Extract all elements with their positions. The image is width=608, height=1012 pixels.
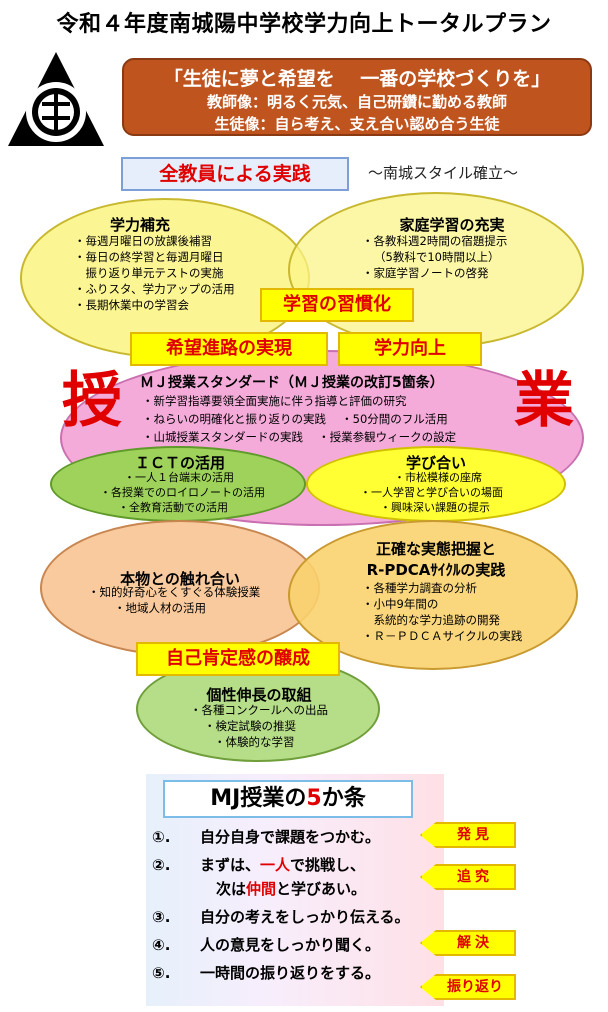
gakuryoku-hoju-list: ・毎週月曜日の放課後補習 ・毎日の終学習と毎週月曜日 振り返り単元テストの実施 … <box>74 233 235 313</box>
teacher-ideal: 教師像：明るく元気、自己研鑽に勤める教師 <box>206 93 507 111</box>
rule-text-highlight: 一人 <box>260 856 291 874</box>
rule-3: ③. 自分の考えをしっかり伝える。 <box>152 906 410 927</box>
list-item: ・小中9年間の <box>362 597 439 611</box>
ict-list: ・一人１台端末の活用 ・各授業でのロイロノートの活用 ・全教育活動での活用 <box>100 470 265 515</box>
list-item: ・知的好奇心をくすぐる体験授業 <box>88 585 261 599</box>
list-item: ・一人学習と学び合いの場面 <box>360 486 503 499</box>
rule-text: まずは、 <box>200 856 261 874</box>
kosei-list: ・各種コンクールへの出品 ・検定試験の推奨 ・体験的な学習 <box>190 702 328 750</box>
honmono-title: 本物との触れ合い <box>120 570 240 588</box>
list-item: ・家庭学習ノートの啓発 <box>362 266 489 280</box>
tag-hakken: 発見 <box>420 822 516 848</box>
rule-num: ①. <box>152 828 171 846</box>
style-subtitle: ～南城スタイル確立～ <box>368 164 519 182</box>
list-item: ・ふりスタ、学力アップの活用 <box>74 282 235 296</box>
katei-gakushu-title: 家庭学習の充実 <box>399 216 505 234</box>
kosei-title: 個性伸長の取組 <box>206 686 312 704</box>
motto-line: 「生徒に夢と希望を 一番の学校づくりを」 <box>163 68 551 90</box>
seikaku-title-line2: R-PDCAｻｲｸﾙの実践 <box>366 561 506 579</box>
rule-1: ①. 自分自身で課題をつかむ。 <box>152 826 380 847</box>
list-item: ・各授業でのロイロノートの活用 <box>100 486 265 499</box>
list-item: 振り返り単元テストの実施 <box>74 266 224 280</box>
mj-standard-title: ＭＪ授業スタンダード（ＭＪ授業の改訂5箇条） <box>140 375 444 391</box>
list-item: ・長期休業中の学習会 <box>74 298 189 312</box>
practice-label: 全教員による実践 <box>121 157 349 191</box>
mj5-title-a: MJ授業の <box>210 786 307 811</box>
page-title: 令和４年度南城陽中学校学力向上トータルプラン <box>56 12 552 37</box>
list-item: 系統的な学力追跡の開発 <box>362 613 500 627</box>
list-item: ・各種コンクールへの出品 <box>190 703 328 717</box>
list-item: ・毎日の終学習と毎週月曜日 <box>74 250 224 264</box>
list-item: ・検定試験の推奨 <box>204 719 296 733</box>
rule-text: 一時間の振り返りをする。 <box>200 964 381 982</box>
list-item: ・一人１台端末の活用 <box>124 471 234 484</box>
honmono-list: ・知的好奇心をくすぐる体験授業 ・地域人材の活用 <box>88 584 260 616</box>
rule-2b: 次は仲間と学びあい。 <box>216 878 366 899</box>
kibou-shinro-label: 希望進路の実現 <box>130 332 328 366</box>
student-ideal: 生徒像：自ら考え、支え合い認め合う生徒 <box>214 115 500 133</box>
rule-text: 人の意見をしっかり聞く。 <box>200 936 381 954</box>
big-kanji-right: 業 <box>514 366 574 436</box>
list-item: ・Ｒ－ＰＤＣＡサイクルの実践 <box>362 629 523 643</box>
honmono-ellipse <box>40 520 320 656</box>
gakuryoku-kojo-label: 学力向上 <box>338 332 482 366</box>
seikaku-title: 正確な実態把握と R-PDCAｻｲｸﾙの実践 <box>336 538 536 580</box>
tag-kaiketsu: 解決 <box>420 930 516 956</box>
rule-2: ②. まずは、一人で挑戦し、 <box>152 854 365 875</box>
mj-standard-list: ・新学習指導要領全面実施に伴う指導と評価の研究 ・ねらいの明確化と振り返りの実践… <box>142 392 456 446</box>
list-item: ・各教科週2時間の宿題提示 <box>362 234 508 248</box>
manabiai-title: 学び合い <box>405 454 466 472</box>
list-item: ・毎週月曜日の放課後補習 <box>74 234 212 248</box>
katei-gakushu-ellipse <box>288 192 584 348</box>
rule-4: ④. 人の意見をしっかり聞く。 <box>152 934 380 955</box>
list-item: ・全教育活動での活用 <box>118 501 228 514</box>
rule-num: ③. <box>152 908 171 926</box>
school-emblem <box>4 50 108 150</box>
tag-furikaeri: 振り返り <box>420 974 516 1000</box>
list-item: ・地域人材の活用 <box>114 601 206 615</box>
rule-num: ⑤. <box>152 964 171 982</box>
list-item: ・体験的な学習 <box>214 735 295 749</box>
manabiai-list: ・市松模様の座席 ・一人学習と学び合いの場面 ・興味深い課題の提示 <box>360 470 503 515</box>
list-item: ・興味深い課題の提示 <box>380 501 490 514</box>
rule-num: ②. <box>152 856 171 874</box>
mj5-title-num: 5 <box>306 786 322 811</box>
list-item: ・山城授業スタンダードの実践 ・授業参観ウィークの設定 <box>142 430 457 444</box>
rule-text: 自分自身で課題をつかむ。 <box>200 828 381 846</box>
list-item: （5教科で10時間以上） <box>374 250 500 264</box>
rule-text: 次は <box>216 880 247 898</box>
seikaku-title-line1: 正確な実態把握と <box>375 540 496 558</box>
katei-gakushu-list: ・各教科週2時間の宿題提示 （5教科で10時間以上） ・家庭学習ノートの啓発 <box>362 233 507 281</box>
rule-text: で挑戦し、 <box>290 856 366 874</box>
mj5-title: MJ授業の5か条 <box>163 780 413 818</box>
rule-text: と学びあい。 <box>276 880 367 898</box>
ict-title: ＩＣＴの活用 <box>134 454 225 472</box>
tag-tsuikyu: 追究 <box>420 864 516 890</box>
ict-ellipse <box>50 446 306 522</box>
big-kanji-left: 授 <box>62 366 122 436</box>
rule-num: ④. <box>152 936 171 954</box>
list-item: ・各種学力調査の分析 <box>362 581 477 595</box>
gakuryoku-hoju-title: 学力補充 <box>109 216 170 234</box>
rule-text: 自分の考えをしっかり伝える。 <box>200 908 410 926</box>
shukanka-label: 学習の習慣化 <box>260 288 414 322</box>
school-motto-banner: 「生徒に夢と希望を 一番の学校づくりを」 教師像：明るく元気、自己研鑽に勤める教… <box>122 58 592 136</box>
list-item: ・ねらいの明確化と振り返りの実践 ・50分間のフル活用 <box>142 412 448 426</box>
list-item: ・市松模様の座席 <box>394 471 482 484</box>
list-item: ・新学習指導要領全面実施に伴う指導と評価の研究 <box>142 394 407 408</box>
seikaku-list: ・各種学力調査の分析 ・小中9年間の 系統的な学力追跡の開発 ・Ｒ－ＰＤＣＡサイ… <box>362 580 522 644</box>
rule-5: ⑤. 一時間の振り返りをする。 <box>152 962 380 983</box>
mj5-title-b: か条 <box>321 786 366 811</box>
rule-text-highlight: 仲間 <box>246 880 277 898</box>
jiko-kotei-label: 自己肯定感の醸成 <box>136 642 340 676</box>
